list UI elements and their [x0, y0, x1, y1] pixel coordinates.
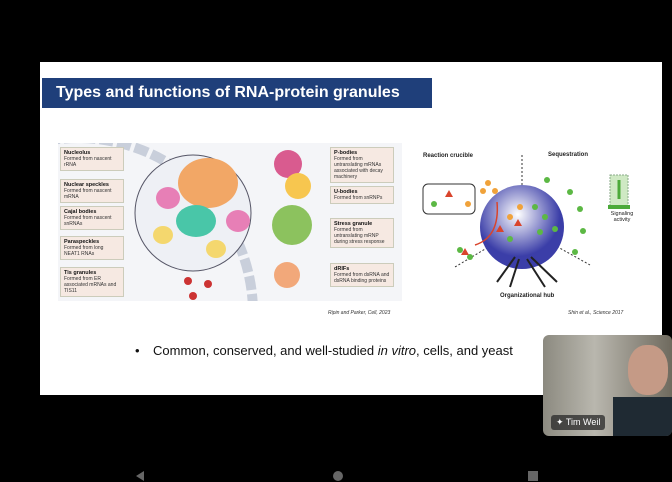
- presentation-slide: Types and functions of RNA-protein granu…: [0, 62, 665, 482]
- citation-left: Ripin and Parker, Cell, 2023: [328, 310, 391, 316]
- name-tag: ✦ Tim Weil: [551, 415, 606, 430]
- citation-right: Shin et al., Science 2017: [568, 310, 624, 316]
- participant-shirt: [613, 397, 672, 436]
- participant-face: [628, 345, 668, 395]
- recents-button[interactable]: [527, 470, 539, 482]
- participant-video-tile[interactable]: ✦ Tim Weil: [543, 335, 672, 436]
- back-button[interactable]: [134, 470, 146, 482]
- label-organizational-hub: Organizational hub: [500, 293, 555, 299]
- label-sequestration: Sequestration: [548, 152, 589, 158]
- label-reaction-crucible: Reaction crucible: [423, 153, 474, 159]
- bullet-point: Common, conserved, and well-studied in v…: [135, 343, 513, 358]
- label-signaling-activity: Signaling activity: [610, 211, 634, 223]
- home-button[interactable]: [332, 470, 344, 482]
- pin-icon: ✦: [556, 417, 566, 427]
- slide-title: Types and functions of RNA-protein granu…: [42, 78, 432, 108]
- granule-function-diagram: [422, 155, 630, 288]
- functions-figure: Reaction crucible Sequestration Signalin…: [415, 147, 665, 307]
